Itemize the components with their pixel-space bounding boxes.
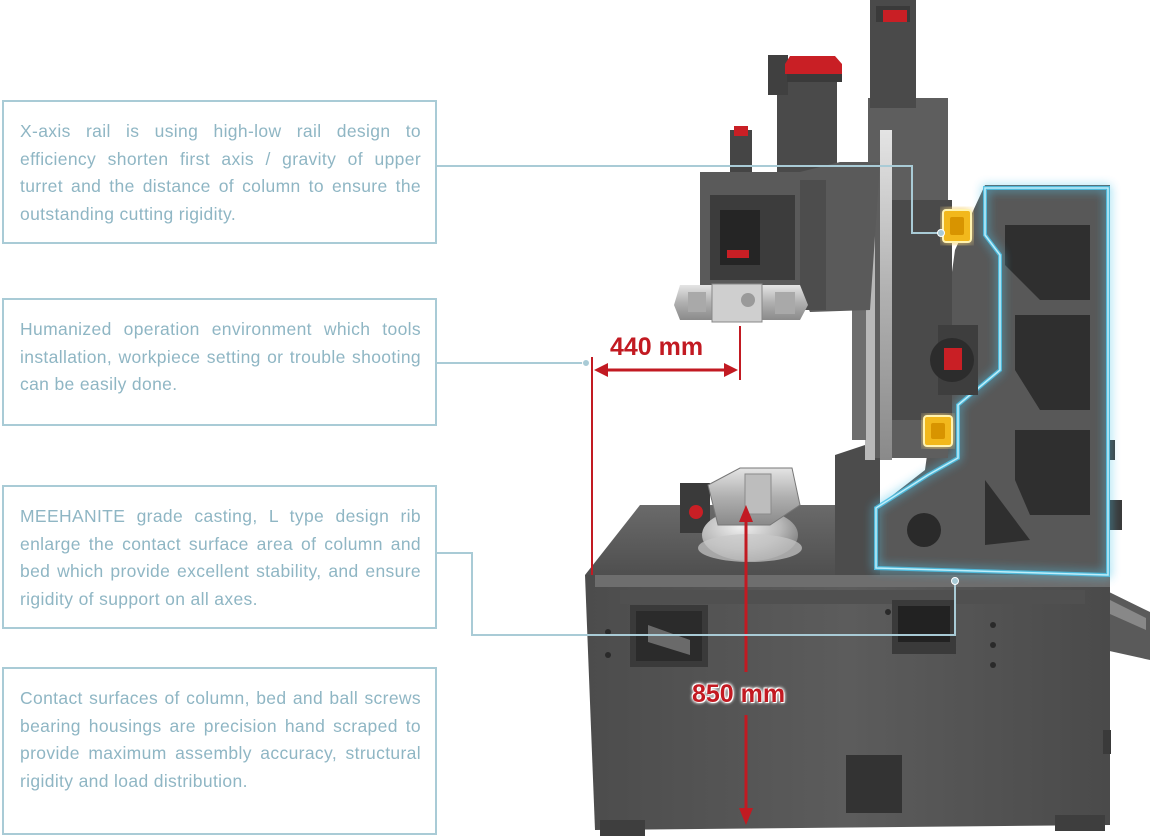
callout-operation-environment: Humanized operation environment which to… xyxy=(2,298,437,426)
upper-tool-turret xyxy=(674,283,808,323)
callout-x-axis-rail: X-axis rail is using high-low rail desig… xyxy=(2,100,437,244)
callout-leaders xyxy=(437,165,956,636)
callout-hand-scraped-surfaces: Contact surfaces of column, bed and ball… xyxy=(2,667,437,835)
highlight-brackets xyxy=(923,209,972,447)
column xyxy=(835,185,1122,575)
turret-housing xyxy=(700,162,880,312)
dimension-850 xyxy=(739,505,753,825)
dimension-label-850: 850 mm xyxy=(692,680,786,708)
side-tray xyxy=(1105,590,1150,660)
callout-meehanite-casting: MEEHANITE grade casting, L type design r… xyxy=(2,485,437,629)
spindle-motor xyxy=(930,325,978,395)
dimension-440 xyxy=(591,326,741,575)
dimension-label-440: 440 mm xyxy=(610,333,704,361)
column-glow-outline xyxy=(874,186,1110,578)
turret-motor xyxy=(730,55,842,190)
leader-dots xyxy=(582,229,959,585)
lower-chuck xyxy=(680,467,802,562)
